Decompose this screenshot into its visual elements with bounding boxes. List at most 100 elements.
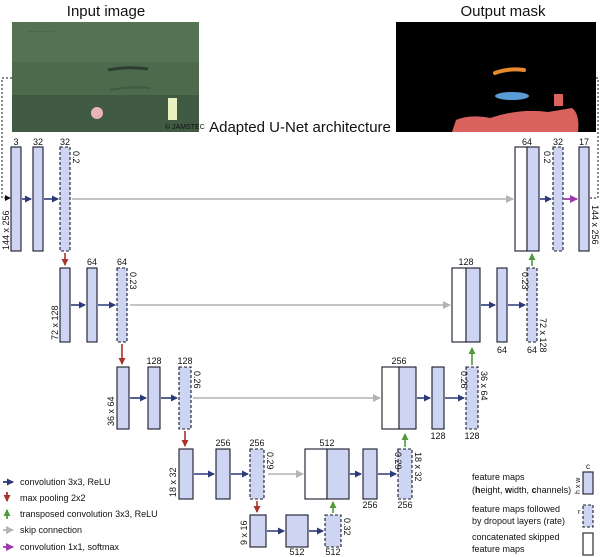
legend-dropout-symbol xyxy=(582,504,594,528)
legend-dropout-line1: feature maps followed xyxy=(472,504,560,514)
output-link-path xyxy=(590,77,599,199)
legend-blocks: feature maps (height, width, channels) c… xyxy=(472,462,594,556)
label-channels: 3 xyxy=(13,137,18,147)
label-dropout-rate: 0.32 xyxy=(342,518,352,536)
input-image-photo: · · · · · · · · · © JAMSTEC xyxy=(12,22,205,132)
block-dec1-conv-dropout xyxy=(552,146,564,252)
input-image-overlay-text: · · · · · · · · · xyxy=(28,29,54,35)
legend-dropout-line2: by dropout layers (rate) xyxy=(472,516,565,526)
label-dropout-rate: 0.2 xyxy=(542,151,552,164)
label-channels: 64 xyxy=(87,257,97,267)
label-channels: 64 xyxy=(497,345,507,355)
label-channels: 128 xyxy=(146,356,161,366)
block-dec2-conv2-dropout xyxy=(526,267,538,343)
output-mask-title: Output mask xyxy=(460,3,546,20)
block-enc4-conv3-dropout xyxy=(249,448,265,500)
label-channels: 128 xyxy=(430,431,445,441)
label-channels: 128 xyxy=(177,356,192,366)
label-channels: 128 xyxy=(464,431,479,441)
block-dec1-upconv xyxy=(526,146,540,252)
label-dropout-rate: 0.2 xyxy=(71,151,81,164)
block-enc1-conv2-dropout xyxy=(59,146,71,252)
label-channels: 256 xyxy=(397,500,412,510)
block-bottleneck-conv2 xyxy=(285,514,309,548)
legend-upconv-label: transposed convolution 3x3, ReLU xyxy=(20,509,158,519)
legend-concat-line1: concatenated skipped xyxy=(472,532,560,542)
block-enc2-conv1 xyxy=(59,267,71,343)
label-channels: 512 xyxy=(325,547,340,557)
block-bottleneck-conv3-dropout xyxy=(324,514,342,548)
label-dropout-rate: 0.26 xyxy=(192,371,202,389)
input-image-watermark: © JAMSTEC xyxy=(165,123,205,131)
label-channels: 17 xyxy=(579,137,589,147)
block-enc4-conv1 xyxy=(178,448,194,500)
label-dropout-rate: 0.26 xyxy=(459,371,469,389)
block-dec4-conv1 xyxy=(362,448,378,500)
block-dec3-skip-concat xyxy=(381,366,400,430)
legend-final-label: convolution 1x1, softmax xyxy=(20,542,120,552)
input-image-title: Input image xyxy=(67,3,145,20)
label-spatial-size: 72 x 128 xyxy=(538,318,548,353)
block-output-softmax xyxy=(578,146,590,252)
block-dec4-conv2-dropout xyxy=(397,448,413,500)
label-channels: 64 xyxy=(527,345,537,355)
block-dec2-conv1 xyxy=(496,267,508,343)
block-enc3-conv2 xyxy=(147,366,161,430)
block-dec3-conv2-dropout xyxy=(465,366,479,430)
label-dropout-rate: 0.23 xyxy=(128,272,138,290)
legend-fm-symbol-c: c xyxy=(586,462,590,471)
label-channels: 512 xyxy=(289,547,304,557)
block-dec4-upconv xyxy=(326,448,350,500)
legend-concat-symbol xyxy=(582,532,594,556)
output-mask-image xyxy=(396,22,596,132)
label-channels: 32 xyxy=(60,137,70,147)
label-dropout-rate: 0.29 xyxy=(393,452,403,470)
block-dec3-upconv xyxy=(398,366,417,430)
block-dec2-skip-concat xyxy=(451,267,467,343)
legend-skip-label: skip connection xyxy=(20,525,82,535)
legend-fm-line1: feature maps xyxy=(472,472,525,482)
block-enc1-input xyxy=(10,146,22,252)
label-channels: 128 xyxy=(458,257,473,267)
label-spatial-size: 144 x 256 xyxy=(1,210,11,250)
label-spatial-size: 18 x 32 xyxy=(413,452,423,482)
block-dec3-conv1 xyxy=(431,366,445,430)
legend-conv-label: convolution 3x3, ReLU xyxy=(20,477,111,487)
block-dec4-skip-concat xyxy=(304,448,328,500)
label-spatial-size: 144 x 256 xyxy=(590,205,600,245)
block-enc2-conv2 xyxy=(86,267,98,343)
label-dropout-rate: 0.23 xyxy=(520,272,530,290)
label-spatial-size: 9 x 16 xyxy=(239,520,249,545)
legend-dropout-symbol-r: r xyxy=(578,509,581,516)
block-enc1-conv1 xyxy=(32,146,44,252)
label-channels: 256 xyxy=(391,356,406,366)
block-dec1-skip-concat xyxy=(514,146,528,252)
block-enc3-conv1 xyxy=(116,366,130,430)
label-spatial-size: 36 x 64 xyxy=(479,371,489,401)
block-enc4-conv2 xyxy=(215,448,231,500)
label-channels: 512 xyxy=(319,438,334,448)
label-spatial-size: 72 x 128 xyxy=(50,305,60,340)
label-channels: 256 xyxy=(249,438,264,448)
architecture-title: Adapted U-Net architecture xyxy=(209,119,391,136)
label-dropout-rate: 0.29 xyxy=(265,452,275,470)
block-bottleneck-conv1 xyxy=(249,514,267,548)
block-dec2-upconv xyxy=(465,267,481,343)
label-channels: 64 xyxy=(522,137,532,147)
block-enc2-conv3-dropout xyxy=(116,267,128,343)
label-channels: 64 xyxy=(117,257,127,267)
legend-pool-label: max pooling 2x2 xyxy=(20,493,86,503)
legend-fm-symbol xyxy=(582,471,594,495)
legend-fm-line2: (height, width, channels) xyxy=(472,485,571,495)
label-channels: 256 xyxy=(215,438,230,448)
input-link-path xyxy=(1,77,12,201)
label-spatial-size: 36 x 64 xyxy=(106,396,116,426)
legend-operations: convolution 3x3, ReLU max pooling 2x2 tr… xyxy=(3,477,158,552)
label-spatial-size: 18 x 32 xyxy=(168,467,178,497)
label-channels: 256 xyxy=(362,500,377,510)
label-channels: 32 xyxy=(553,137,563,147)
label-channels: 32 xyxy=(33,137,43,147)
legend-concat-line2: feature maps xyxy=(472,544,525,554)
